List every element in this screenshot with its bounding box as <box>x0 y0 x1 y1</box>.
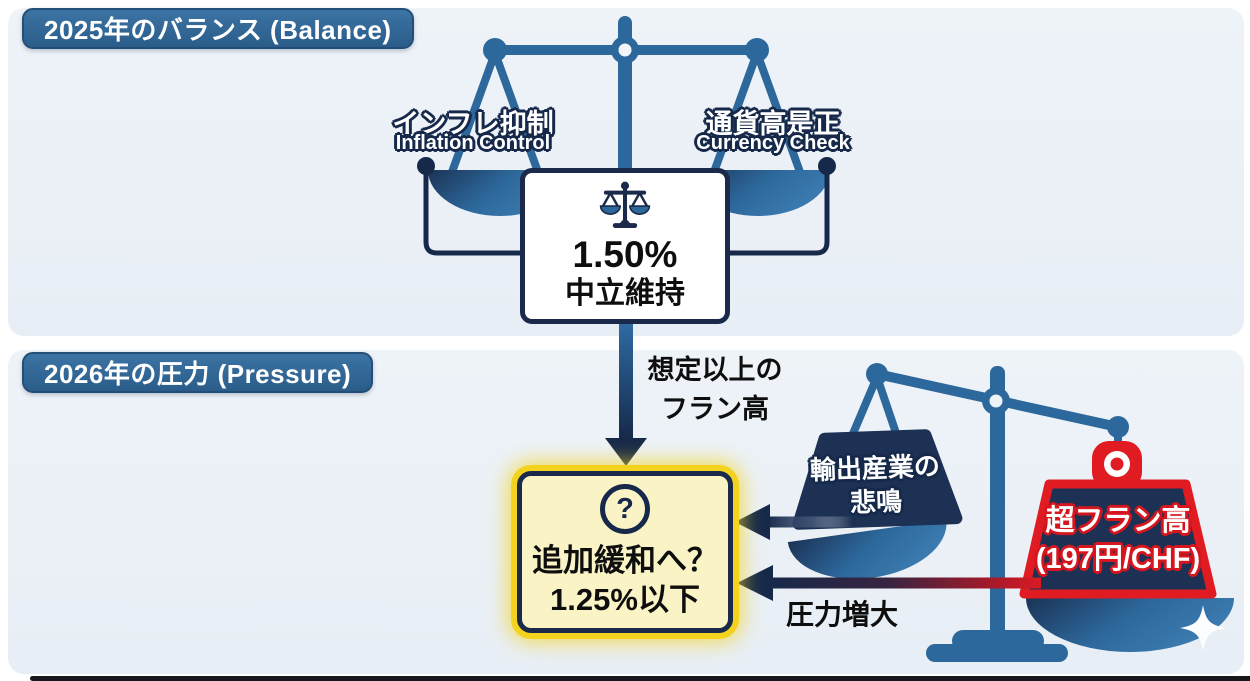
bottom-edge-strip <box>30 676 1250 681</box>
right-tilted-pan <box>1026 598 1234 652</box>
franc-pressure-arrow <box>737 565 1041 601</box>
easing-question-box: ? 追加緩和へ？ 1.25%以下 <box>517 471 733 633</box>
export-weight-line2: 悲鳴 <box>849 485 903 518</box>
easing-line1: 追加緩和へ？ <box>532 543 718 579</box>
left-tilted-pan <box>787 519 947 579</box>
trigger-text: 想定以上の フラン高 <box>630 351 800 429</box>
trigger-line2: フラン高 <box>661 394 769 425</box>
franc-weight-line2: (197円/CHF) <box>1035 542 1201 575</box>
franc-weight-shape <box>1019 441 1217 599</box>
export-weight-label: 輸出産業の 悲鳴 <box>797 449 954 522</box>
sparkle-icon <box>1180 605 1226 651</box>
inflation-label-ja: インフレ抑制 <box>392 109 554 139</box>
pressure-section-badge: 2026年の圧力 (Pressure) <box>22 352 374 393</box>
question-mark-icon: ? <box>600 484 650 535</box>
trigger-line1: 想定以上の <box>647 355 783 385</box>
scale-base-bottom <box>926 644 1068 662</box>
easing-line2: 1.25%以下 <box>550 582 700 617</box>
down-arrow <box>605 318 647 466</box>
tilted-scale-graphic <box>787 363 1234 662</box>
neutral-rate-value: 1.50% <box>572 234 678 276</box>
inflation-label-en: Inflation Control <box>395 132 551 154</box>
question-mark: ? <box>616 492 634 525</box>
export-weight-shape <box>792 429 963 530</box>
currency-label-ja: 通貨高是正 <box>705 109 841 139</box>
neutral-rate-box: 1.50% 中立維持 <box>520 168 730 324</box>
franc-weight-label: 超フラン高 (197円/CHF) <box>1032 503 1204 578</box>
export-pressure-arrow <box>735 504 852 540</box>
balance-section-badge: 2025年のバランス (Balance) <box>22 8 414 49</box>
pressure-badge-label: 2026年の圧力 (Pressure) <box>44 359 352 389</box>
pan-to-box-connectors <box>423 166 830 256</box>
pressure-arrow-label: 圧力増大 <box>786 599 899 630</box>
currency-label-en: Currency Check <box>696 132 850 154</box>
balance-scale-icon <box>599 181 651 229</box>
balance-badge-label: 2025年のバランス (Balance) <box>44 15 392 45</box>
franc-weight-line1: 超フラン高 <box>1045 505 1191 537</box>
export-weight-line1: 輸出産業の <box>809 450 941 486</box>
neutral-status-label: 中立維持 <box>565 276 685 310</box>
